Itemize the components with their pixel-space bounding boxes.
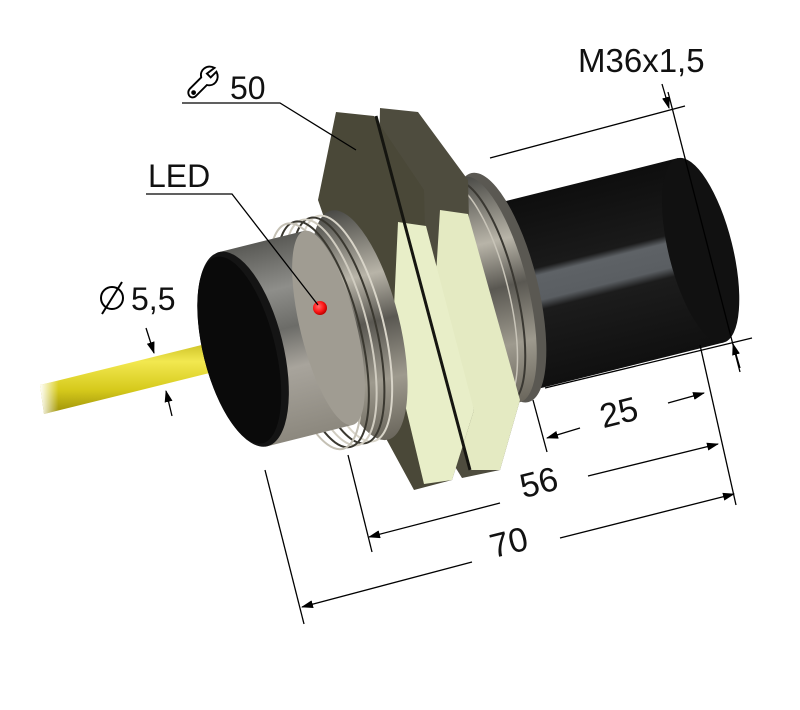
cable-diameter-label: 5,5 <box>131 281 176 317</box>
thread-label: M36x1,5 <box>578 42 705 79</box>
lock-nuts <box>318 108 520 490</box>
length-dimensions <box>264 344 737 625</box>
cable <box>40 333 254 414</box>
dimension-70-label: 70 <box>485 519 532 567</box>
wrench-size-label: 50 <box>230 70 266 106</box>
leader-lines <box>146 102 357 306</box>
led-indicator <box>313 301 327 315</box>
diameter-symbol-icon <box>100 281 124 315</box>
wrench-icon <box>187 65 219 99</box>
thread-diameter-dimension <box>489 83 753 389</box>
led-label: LED <box>148 158 211 194</box>
dimension-25-label: 25 <box>595 389 642 437</box>
metal-body <box>197 230 365 447</box>
cable-diameter-dimension <box>145 327 173 417</box>
dimension-56-label: 56 <box>515 459 562 507</box>
